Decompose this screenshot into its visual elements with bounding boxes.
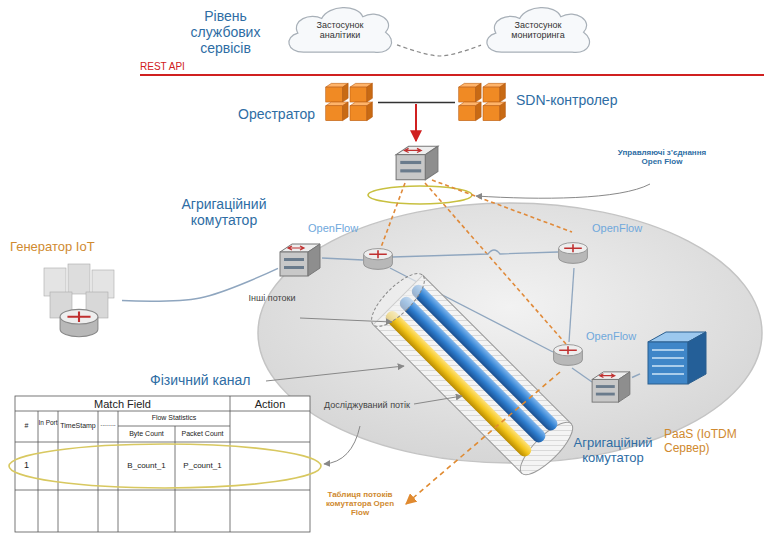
table-cell: ........: [98, 420, 118, 428]
aggregation-switch: Агригаційний комутатор: [590, 370, 632, 404]
callout-text: Управляючі з’єднання Open Flow: [612, 148, 712, 166]
node-label: PaaS (IoTDM Сервер): [664, 428, 760, 456]
flow-table-grid: [98, 411, 99, 532]
table-cell: TimeStamp: [58, 422, 98, 430]
flow-table-grid: [175, 426, 176, 532]
studied-flow-row-mark: [9, 444, 321, 488]
aggregation-switch-icon: [278, 242, 322, 278]
flow-table-pointer: [406, 372, 560, 504]
flow-table-grid: [15, 396, 310, 532]
callout-text: Таблиця потоків комутатора Open Flow: [320, 490, 400, 518]
table-cell: Flow Statistics: [118, 414, 230, 422]
node-label: Генератор IoT: [10, 240, 95, 255]
flow-label: Досліджуваний потік: [322, 400, 412, 410]
controller-link: [378, 102, 455, 104]
application-cloud: Застосунок мониторинга: [481, 3, 595, 58]
layer-title: Рівень службових сервісів: [178, 8, 273, 56]
openflow-router: [364, 249, 393, 270]
flow-table-grid: [15, 442, 310, 443]
paas-server-icon: [640, 328, 710, 388]
iot-generator: Генератор IoT: [36, 262, 122, 342]
flow-table-grid: [118, 426, 230, 427]
rest-api-line: [140, 74, 764, 76]
flow-table-grid: [118, 411, 119, 532]
dashed-link: [397, 45, 481, 56]
aggregation-switch-icon: [590, 370, 632, 404]
flow-label: Інші потоки: [244, 293, 300, 303]
paas-server: PaaS (IoTDM Сервер): [640, 328, 710, 388]
flow-table-grid: [15, 411, 310, 412]
central-switch: [396, 146, 438, 179]
physical-channel-pipe: [397, 294, 548, 445]
callout-leader: [476, 184, 650, 198]
openflow-router: [559, 243, 588, 264]
iot-generator-icon: [36, 262, 122, 342]
table-cell: Packet Count: [175, 430, 230, 438]
physical-channel-pipe: [364, 266, 580, 482]
channel-label: Фізичний канал: [150, 372, 250, 388]
leader-lines: [300, 318, 392, 322]
node-label: Агригаційний комутатор: [566, 436, 660, 466]
paas-server-icon: [648, 332, 706, 384]
flow-table-grid: [58, 411, 59, 532]
access-link: [632, 374, 640, 378]
application-cloud: Застосунок аналітики: [283, 3, 397, 58]
table-cell: In Port: [38, 419, 58, 426]
protocol-label: OpenFlow: [586, 330, 636, 343]
cloud-shape: [487, 7, 590, 52]
data-links: [322, 258, 363, 260]
leader-lines: [266, 366, 404, 381]
table-cell: P_count_1: [175, 461, 230, 470]
table-header: Action: [230, 398, 310, 411]
physical-channel-pipe: [383, 308, 534, 459]
flow-table-grid: [38, 411, 39, 532]
flow-table-grid: [230, 396, 231, 532]
table-header: Match Field: [15, 398, 230, 411]
openflow-control-links: [432, 180, 572, 232]
protocol-label: OpenFlow: [592, 222, 642, 235]
cloud-label: Застосунок мониторинга: [481, 3, 595, 58]
aggregation-switch-icon: [280, 244, 320, 276]
orchestrator-server: Орестратор: [322, 80, 378, 125]
red-control-arrow: [415, 104, 417, 141]
flow-table-grid: [15, 490, 310, 491]
iot-generator-icon: [44, 264, 114, 337]
cloud-label: Застосунок аналітики: [283, 3, 397, 58]
aggregation-switch: Агригаційний комутатор: [278, 242, 322, 278]
api-label: REST API: [140, 61, 185, 73]
red-control-arrow: [416, 104, 417, 141]
orchestrator-server-icon: [322, 80, 378, 125]
table-cell: B_count_1: [118, 461, 175, 470]
table-cell: Byte Count: [118, 430, 175, 438]
leader-lines: [414, 396, 462, 404]
leader-lines: [324, 426, 360, 464]
aggregation-switch-icon: [592, 372, 630, 402]
data-links: [569, 268, 574, 342]
cloud-shape: [289, 7, 392, 52]
sdn-controller-server-icon: [459, 83, 506, 120]
sdn-controller-server: SDN-контролер: [455, 80, 511, 125]
data-links: [572, 368, 592, 382]
flow-table-grid: [15, 396, 310, 532]
openflow-control-links: [380, 183, 405, 250]
physical-channel-pipe: [364, 266, 432, 334]
control-links-ring: [368, 186, 472, 204]
sdn-controller-server-icon: [455, 80, 511, 125]
table-cell: 1: [15, 460, 38, 470]
table-cell: #: [15, 422, 38, 430]
openflow-router: [554, 345, 583, 366]
protocol-label: OpenFlow: [308, 222, 358, 235]
node-label: Орестратор: [238, 106, 315, 122]
node-label: Агригаційний комутатор: [172, 196, 276, 228]
orchestrator-server-icon: [326, 83, 373, 120]
node-label: SDN-контролер: [516, 92, 617, 108]
data-links: [392, 250, 558, 257]
